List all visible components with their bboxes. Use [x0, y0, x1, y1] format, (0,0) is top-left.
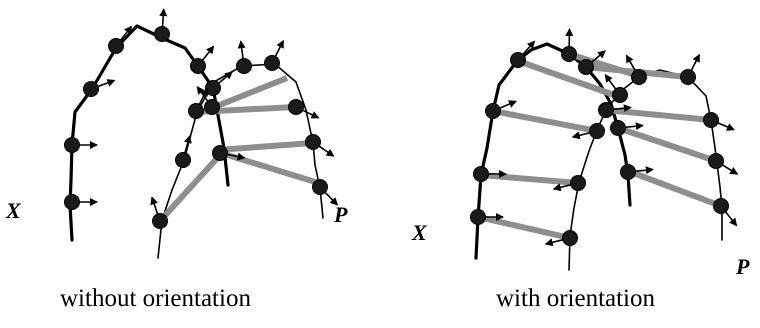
sample-point [570, 175, 586, 191]
normal-arrow [590, 50, 606, 64]
correspondence-line [216, 140, 314, 153]
sample-point [205, 80, 221, 96]
correspondence-line [617, 125, 717, 164]
normal-arrow [318, 145, 335, 157]
sample-point [152, 213, 168, 229]
caption-with-orientation: with orientation [496, 285, 655, 312]
sample-point [305, 134, 321, 150]
sample-point [620, 164, 636, 180]
sample-point [188, 103, 204, 119]
normal-arrow [196, 85, 209, 102]
sample-point [589, 123, 605, 139]
normal-arrow [522, 40, 536, 56]
normal-arrow [150, 196, 159, 215]
normal-arrow [552, 183, 572, 192]
label-x-right: X [411, 220, 428, 245]
normal-arrow [324, 191, 339, 206]
normal-arrow [159, 8, 168, 28]
sample-point [485, 103, 501, 119]
sample-point [190, 58, 206, 74]
normal-arrow [625, 54, 637, 72]
sample-point [154, 26, 170, 42]
caption-without-orientation: without orientation [60, 285, 251, 312]
label-p-left: P [333, 202, 348, 227]
sample-point [236, 58, 252, 74]
sample-point [64, 137, 80, 153]
normal-arrow [571, 131, 591, 140]
normal-arrow [201, 45, 215, 62]
sample-point [175, 152, 191, 168]
correspondence-line [477, 214, 571, 241]
normal-arrow [198, 87, 209, 106]
curve-p [157, 63, 324, 259]
normal-arrow [624, 122, 644, 131]
normal-arrow [97, 79, 116, 88]
sample-point [578, 59, 594, 75]
label-x-left: X [5, 198, 22, 223]
normal-arrow [183, 134, 192, 154]
sample-point [470, 209, 486, 225]
correspondence-line [157, 152, 223, 224]
sample-point [561, 46, 577, 62]
sample-point [264, 55, 280, 71]
curve-x [474, 42, 632, 260]
normal-arrow [237, 40, 246, 60]
normal-arrow [634, 166, 654, 175]
correspondence-line [220, 150, 326, 188]
sample-point [312, 179, 328, 195]
correspondence-line [210, 75, 289, 111]
label-p-right: P [735, 254, 750, 279]
normal-arrow [690, 53, 701, 72]
sample-point [473, 166, 489, 182]
panel-with-orientation [470, 28, 739, 271]
sample-point [212, 145, 228, 161]
correspondence-line [480, 172, 579, 186]
sample-point [612, 87, 628, 103]
normal-arrow [717, 121, 735, 131]
normal-arrow [274, 39, 285, 58]
normal-arrow [301, 109, 320, 119]
correspondence-line [492, 108, 598, 134]
normal-arrow [217, 71, 233, 85]
sample-point [708, 153, 724, 169]
sample-point [562, 230, 578, 246]
sample-point [713, 198, 729, 214]
sample-point [510, 52, 526, 68]
sample-point [64, 194, 80, 210]
sample-point [83, 81, 99, 97]
sample-point [631, 69, 647, 85]
normal-arrow [119, 25, 133, 42]
normal-arrow [604, 73, 617, 90]
normal-arrow [226, 152, 246, 161]
normal-arrow [499, 100, 517, 110]
sample-point [288, 99, 304, 115]
normal-arrow [612, 104, 632, 113]
normal-arrow [544, 238, 564, 247]
sample-point [680, 69, 696, 85]
normal-arrow [724, 210, 738, 227]
sample-point [204, 99, 220, 115]
sample-point [610, 120, 626, 136]
sample-point [703, 112, 719, 128]
panel-without-orientation [64, 8, 339, 259]
sample-point [108, 38, 124, 54]
correspondence-line [626, 168, 723, 209]
sample-point [598, 102, 614, 118]
correspondence-line [605, 107, 712, 123]
correspondence-line [517, 58, 618, 99]
normal-arrow [721, 163, 739, 175]
